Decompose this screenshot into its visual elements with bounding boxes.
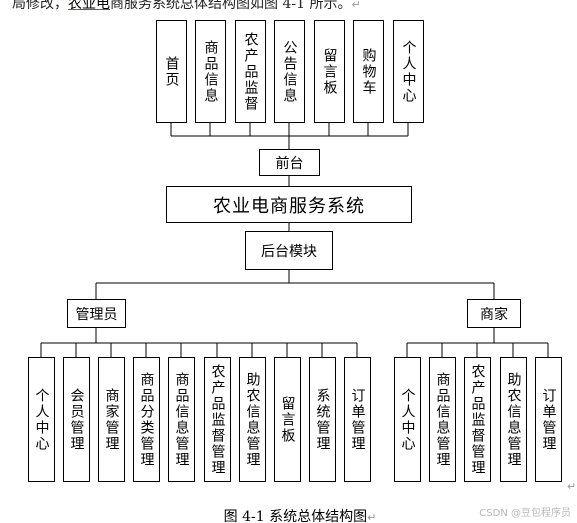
merchant-box: 商家 [467, 299, 521, 328]
module-farm-supervision: 农产品监督 [235, 20, 266, 123]
caption-text: 图 4-1 系统总体结构图 [223, 509, 368, 523]
intro-after: 商服务系统总体结构图如图 4-1 所示。 [110, 0, 352, 12]
module-message-board: 留言板 [314, 20, 345, 123]
merchant-module-order-mgmt: 订单管理 [535, 357, 562, 482]
admin-module-member-mgmt: 会员管理 [63, 357, 90, 482]
admin-module-category-mgmt: 商品分类管理 [133, 357, 160, 482]
admin-module-system-mgmt: 系统管理 [309, 357, 336, 482]
intro-link[interactable]: 农业电 [68, 0, 110, 12]
admin-module-supervision-mgmt: 农产品监督管理 [204, 357, 231, 482]
paragraph-mark: ↵ [567, 480, 577, 493]
module-personal-center: 个人中心 [393, 20, 424, 123]
paragraph-mark: ↵ [351, 0, 361, 11]
admin-module-message-board: 留言板 [274, 357, 301, 482]
admin-module-personal-center: 个人中心 [28, 357, 55, 482]
merchant-module-supervision-mgmt: 农产品监督管理 [464, 357, 491, 482]
paragraph-mark: ↵ [367, 511, 377, 523]
merchant-module-personal-center: 个人中心 [394, 357, 421, 482]
module-shopping-cart: 购物车 [353, 20, 384, 123]
admin-module-aid-info-mgmt: 助农信息管理 [239, 357, 266, 482]
intro-before: 局修改， [12, 0, 68, 12]
watermark: CSDN @豆包程序员 [479, 508, 571, 519]
admin-module-order-mgmt: 订单管理 [344, 357, 371, 482]
module-home: 首页 [156, 20, 187, 123]
front-end-box: 前台 [259, 149, 320, 176]
admin-module-merchant-mgmt: 商家管理 [98, 357, 125, 482]
intro-paragraph: 局修改，农业电商服务系统总体结构图如图 4-1 所示。↵ [12, 0, 361, 13]
merchant-module-product-mgmt: 商品信息管理 [429, 357, 456, 482]
merchant-module-aid-info-mgmt: 助农信息管理 [500, 357, 527, 482]
figure-caption: 图 4-1 系统总体结构图↵ [0, 506, 577, 523]
system-box: 农业电商服务系统 [166, 186, 412, 223]
admin-box: 管理员 [67, 299, 126, 328]
backend-box: 后台模块 [245, 231, 333, 270]
module-product-info: 商品信息 [195, 20, 226, 123]
admin-module-product-mgmt: 商品信息管理 [168, 357, 195, 482]
module-announcements: 公告信息 [274, 20, 305, 123]
